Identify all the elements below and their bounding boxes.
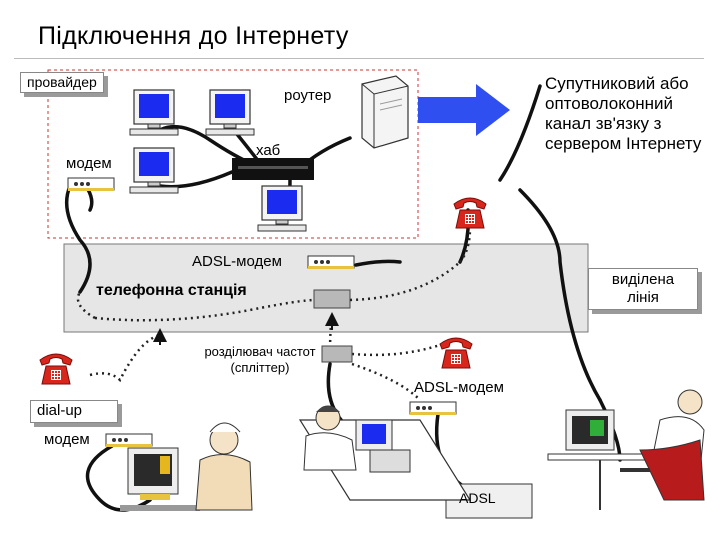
arrow-right-icon [418,84,510,136]
title-divider [14,58,704,59]
adsl-label: ADSL [459,490,496,506]
up-arrows [153,312,339,345]
person-icon [195,422,253,511]
modem-icon [307,255,355,270]
leased-line-label: виділена лінія [588,268,698,310]
splitter-label: розділювач частот (спліттер) [204,344,316,375]
modem-icon [409,401,457,416]
adsl-modem-bottom-label: ADSL-модем [414,379,504,396]
page-title: Підключення до Інтернету [38,22,349,50]
station-splitter-block [313,289,351,309]
person-icon [620,389,705,501]
phone-icon [39,353,73,385]
telephone-station-label: телефонна станція [96,282,247,299]
modem-icon [67,177,115,192]
splitter-icon [321,345,353,363]
modem-label: модем [66,155,112,172]
adsl-modem-top-label: ADSL-модем [192,253,282,270]
hub-label: хаб [256,142,281,159]
person-icon [303,405,357,471]
phone-icon [439,337,473,369]
server-icon [361,75,409,149]
dialup-label: dial-up [30,400,118,423]
phone-icon [453,197,487,229]
leased-workstation [547,409,649,510]
satellite-label: Супутниковий або оптоволоконний канал зв… [545,74,702,153]
provider-area [47,69,419,239]
provider-label: провайдер [20,72,104,94]
dialup-modem-label: модем [44,431,90,448]
dialup-workstation [120,447,200,511]
monitor-icon [257,185,307,232]
monitor-icon [205,89,255,136]
router-label: роутер [284,87,332,104]
modem-icon [105,433,153,448]
